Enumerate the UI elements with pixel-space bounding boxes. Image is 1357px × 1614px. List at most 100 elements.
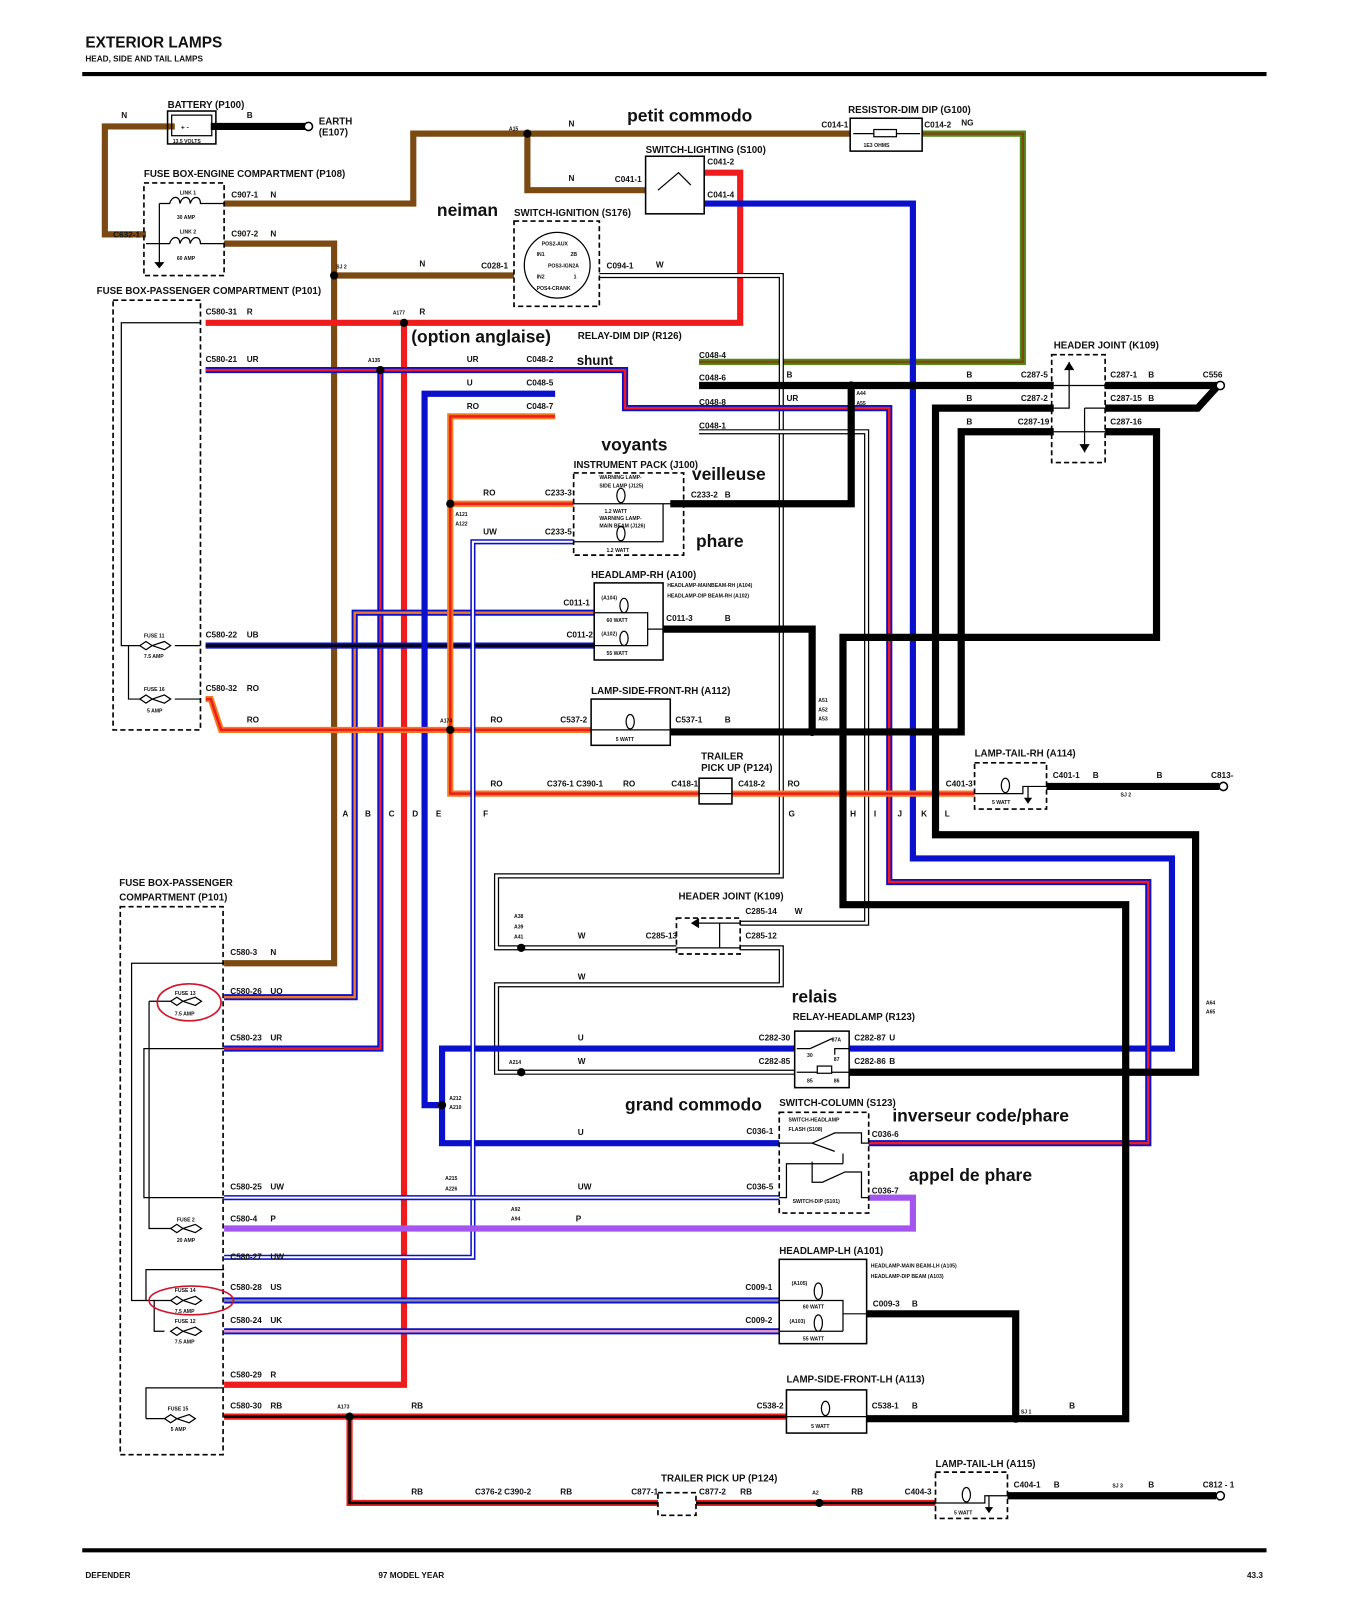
wire-color-code: N bbox=[270, 229, 276, 238]
wire-p bbox=[224, 1194, 916, 1232]
lamp-side-front-rh: LAMP-SIDE-FRONT-RH (A112) 5 WATT bbox=[590, 686, 730, 747]
wire-color-code: B bbox=[912, 1300, 918, 1309]
wire-color-code: RO bbox=[467, 402, 480, 411]
wire-ur bbox=[555, 367, 700, 412]
page-subtitle: HEAD, SIDE AND TAIL LAMPS bbox=[85, 55, 203, 64]
annotations: petit commodo neiman (option anglaise) s… bbox=[411, 105, 1069, 1185]
wire-color-code: RB bbox=[411, 1401, 423, 1410]
switch-icon bbox=[657, 171, 692, 191]
trailer-pick-up-rh: TRAILER PICK UP (P124) bbox=[698, 752, 772, 805]
annotation-neiman: neiman bbox=[437, 200, 498, 220]
fuse16-rating: 5 AMP bbox=[147, 708, 163, 714]
pin-label: POS2-AUX bbox=[542, 242, 569, 248]
connector-label: C014-2 bbox=[924, 120, 951, 129]
fuse-label: FUSE 15 bbox=[168, 1406, 189, 1412]
connector-label: C907-2 bbox=[231, 229, 258, 238]
splice-dot bbox=[517, 1068, 526, 1077]
connector-label: C418-1 bbox=[671, 779, 698, 788]
earth-icon bbox=[303, 121, 314, 132]
wire-w bbox=[495, 946, 795, 1074]
connector-label: C285-14 bbox=[745, 907, 777, 916]
wire-u bbox=[438, 1045, 795, 1147]
wire-uo bbox=[224, 609, 595, 1001]
fuse-icon bbox=[169, 996, 203, 1007]
wire-gn bbox=[699, 132, 1025, 364]
wire-color-code: NG bbox=[961, 118, 973, 127]
wire-color-code: B bbox=[966, 370, 972, 379]
fuse-box-passenger-top: FUSE BOX-PASSENGER COMPARTMENT (P101) FU… bbox=[97, 286, 321, 731]
bulb-icon bbox=[619, 630, 629, 647]
connector-label: C028-1 bbox=[481, 261, 508, 270]
pin-label: IN2 bbox=[537, 275, 545, 281]
wire-b bbox=[866, 1310, 1020, 1419]
wire-color-code: RO bbox=[247, 716, 260, 725]
wire-color-code: B bbox=[1069, 1401, 1075, 1410]
connector-label: C907-1 bbox=[231, 190, 258, 199]
connector-label: C580-25 bbox=[230, 1182, 262, 1191]
connector-label: C233-3 bbox=[545, 489, 572, 498]
lamp-side-front-rh-label: LAMP-SIDE-FRONT-RH (A112) bbox=[591, 686, 730, 697]
fuse-15: FUSE 15 5 AMP bbox=[163, 1406, 197, 1433]
connector-label: C877-1 bbox=[631, 1488, 658, 1497]
splice-label: A44 bbox=[856, 391, 866, 397]
wire-color-code: RO bbox=[483, 489, 496, 498]
wire-color-code: N bbox=[270, 190, 276, 199]
battery-terminals: + - bbox=[181, 125, 189, 132]
battery: BATTERY (P100) + - 13.5 VOLTS bbox=[166, 100, 244, 145]
connector-label: C287-2 bbox=[1021, 394, 1048, 403]
footer-year: 97 MODEL YEAR bbox=[378, 1571, 444, 1580]
wire-color-code: W bbox=[578, 932, 586, 941]
harness-letter: B bbox=[365, 809, 371, 818]
highlight-circle bbox=[156, 982, 222, 1022]
splice-dot bbox=[446, 499, 455, 508]
connector-label: C285-12 bbox=[745, 932, 777, 941]
connector-label: C011-2 bbox=[566, 630, 593, 639]
connector-label: C048-7 bbox=[526, 402, 553, 411]
connector-label: C812 - 1 bbox=[1203, 1481, 1235, 1490]
connector-label: C287-19 bbox=[1018, 418, 1050, 427]
splice-label: A174 bbox=[440, 719, 452, 725]
bulb-icon bbox=[813, 1282, 824, 1301]
lamp-wattage: 1.2 WATT bbox=[604, 509, 628, 515]
lamp-label: WARNING LAMP- bbox=[599, 516, 642, 522]
wire-color-code: U bbox=[467, 379, 473, 388]
connector-label: C580-30 bbox=[230, 1401, 262, 1410]
bulb-icon bbox=[616, 487, 626, 504]
connector-label: C538-2 bbox=[757, 1401, 784, 1410]
header-joint-mid-label: HEADER JOINT (K109) bbox=[679, 892, 784, 903]
splice-label: A55 bbox=[856, 401, 866, 407]
wire-color-code: P bbox=[270, 1214, 276, 1223]
wire-color-code: B bbox=[1148, 394, 1154, 403]
wire-color-code: RB bbox=[411, 1488, 423, 1497]
harness-letter: L bbox=[945, 809, 950, 818]
fuse11-label: FUSE 11 bbox=[144, 633, 165, 639]
wire-color-code: UW bbox=[270, 1182, 284, 1191]
connector-label: C048-4 bbox=[699, 351, 726, 360]
connector-label: C009-3 bbox=[873, 1300, 900, 1309]
wire-color-code: N bbox=[270, 948, 276, 957]
connector-label: C036-5 bbox=[746, 1182, 773, 1191]
fuse-label: FUSE 12 bbox=[175, 1319, 196, 1325]
splice-dot bbox=[345, 1412, 354, 1421]
connector-label: C632-1 bbox=[113, 230, 140, 239]
fuse11-rating: 7.5 AMP bbox=[144, 654, 164, 660]
bulb-icon bbox=[820, 1400, 831, 1417]
harness-letter: J bbox=[897, 809, 902, 818]
link1-rating: 30 AMP bbox=[177, 215, 196, 221]
connector-label: C580-24 bbox=[230, 1316, 262, 1325]
annotation-shunt: shunt bbox=[577, 353, 614, 368]
lamp-tail-lh-label: LAMP-TAIL-LH (A115) bbox=[936, 1459, 1036, 1470]
headlamp-lh-label: HEADLAMP-LH (A101) bbox=[779, 1246, 883, 1257]
splice-dot bbox=[1011, 1414, 1020, 1423]
harness-letter: E bbox=[436, 809, 442, 818]
bulb-icon bbox=[961, 1486, 972, 1503]
lamp-wattage: 1.2 WATT bbox=[607, 548, 631, 554]
splice-label: A226 bbox=[445, 1186, 457, 1192]
wire-b bbox=[839, 428, 1161, 1423]
harness-letter: D bbox=[412, 809, 418, 818]
switch-lighting-label: SWITCH-LIGHTING (S100) bbox=[646, 145, 766, 156]
wire-or bbox=[205, 697, 592, 732]
splice-label: A215 bbox=[445, 1176, 457, 1182]
wire-color-code: R bbox=[270, 1371, 276, 1380]
